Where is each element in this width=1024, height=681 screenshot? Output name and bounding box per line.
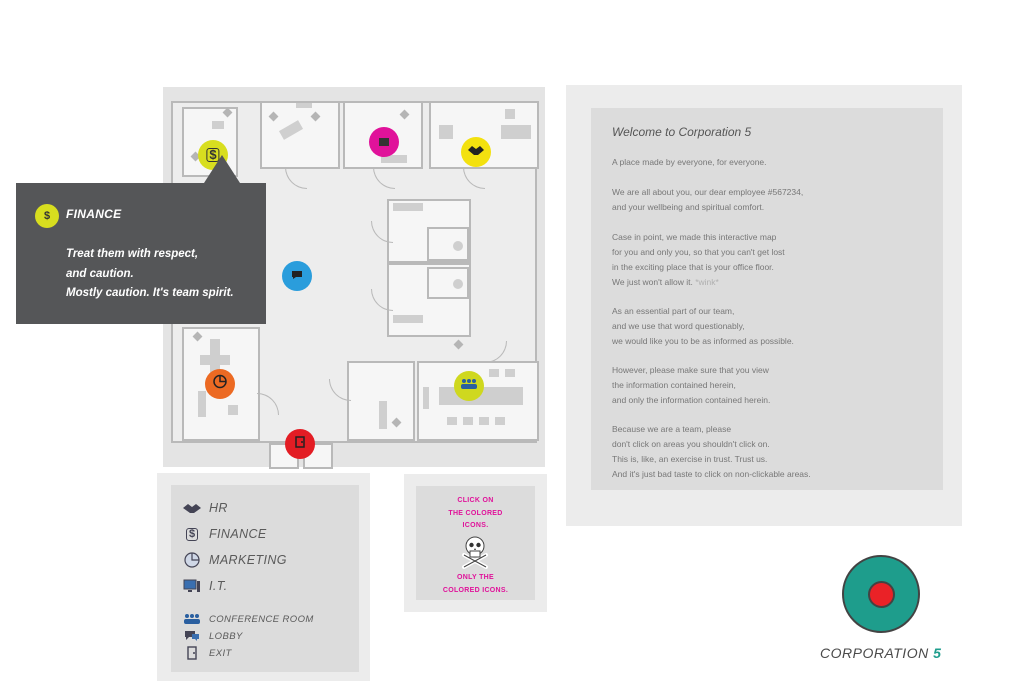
it-map-icon[interactable] <box>369 127 399 157</box>
warning-top-text: CLICK ON THE COLORED ICONS. <box>448 497 503 529</box>
logo-wordmark: CORPORATION 5 <box>820 645 942 661</box>
computer-icon <box>379 138 389 146</box>
people-group-icon <box>181 610 203 628</box>
tooltip-pointer <box>204 155 240 183</box>
speech-bubble-icon <box>181 627 203 645</box>
warning-card: CLICK ON THE COLORED ICONS. ONLY THE COL… <box>416 486 535 600</box>
legend-item-marketing: MARKETING <box>181 551 287 569</box>
tooltip-title: FINANCE <box>66 207 122 221</box>
welcome-paragraph: However, please make sure that you view … <box>612 365 771 405</box>
hr-map-icon[interactable] <box>461 137 491 167</box>
legend-panel: HR $ FINANCE MARKETING I.T. CONFERENCE R… <box>157 473 370 681</box>
room-mid-2 <box>387 263 471 337</box>
floor-map: $ <box>163 87 545 469</box>
welcome-paragraph: A place made by everyone, for everyone. <box>612 157 767 167</box>
welcome-paragraph: We are all about you, our dear employee … <box>612 187 804 212</box>
tooltip-line: Mostly caution. It's team spirit. <box>66 287 234 299</box>
warning-panel: CLICK ON THE COLORED ICONS. ONLY THE COL… <box>404 474 547 612</box>
corporation-logo-icon <box>842 555 920 633</box>
welcome-panel: Welcome to Corporation 5 A place made by… <box>566 85 962 526</box>
exit-door-icon <box>295 435 305 453</box>
legend-item-finance: $ FINANCE <box>181 525 267 543</box>
money-bag-icon: $ <box>35 204 59 228</box>
people-group-icon <box>460 377 478 395</box>
tooltip-body: Treat them with respect, and caution. Mo… <box>66 245 261 304</box>
tooltip-line: Treat them with respect, <box>66 248 199 260</box>
room-top-2 <box>260 101 340 169</box>
legend-item-exit: EXIT <box>181 644 232 662</box>
warning-bottom-text: ONLY THE COLORED ICONS. <box>442 574 509 594</box>
legend-item-lobby: LOBBY <box>181 627 243 645</box>
welcome-paragraph: Case in point, we made this interactive … <box>612 232 785 287</box>
pie-chart-icon <box>213 374 227 394</box>
lobby-map-icon[interactable] <box>282 261 312 291</box>
money-bag-icon: $ <box>181 525 203 543</box>
exit-door-icon <box>181 644 203 662</box>
conference-map-icon[interactable] <box>454 371 484 401</box>
exit-map-icon[interactable] <box>285 429 315 459</box>
tooltip-line: and caution. <box>66 267 134 280</box>
room-mid-1 <box>387 199 471 263</box>
finance-tooltip: $ FINANCE Treat them with respect, and c… <box>16 183 266 324</box>
legend-item-hr: HR <box>181 499 228 517</box>
welcome-title: Welcome to Corporation 5 <box>612 125 752 139</box>
legend-item-conference-room: CONFERENCE ROOM <box>181 610 314 628</box>
pie-chart-icon <box>181 551 203 569</box>
welcome-paragraph: Because we are a team, please don't clic… <box>612 424 811 479</box>
legend: HR $ FINANCE MARKETING I.T. CONFERENCE R… <box>171 485 359 672</box>
handshake-icon <box>467 143 485 161</box>
marketing-map-icon[interactable] <box>205 369 235 399</box>
speech-bubble-icon <box>291 267 303 285</box>
logo-center-dot <box>868 581 895 608</box>
skull-crossbones-icon <box>460 535 490 574</box>
legend-item-it: I.T. <box>181 577 228 595</box>
handshake-icon <box>181 499 203 517</box>
wink-text: *wink* <box>695 277 719 287</box>
room-bottom-mid <box>347 361 415 441</box>
computer-icon <box>181 577 203 595</box>
welcome-paragraph: As an essential part of our team, and we… <box>612 306 794 346</box>
welcome-card: Welcome to Corporation 5 A place made by… <box>591 108 943 490</box>
